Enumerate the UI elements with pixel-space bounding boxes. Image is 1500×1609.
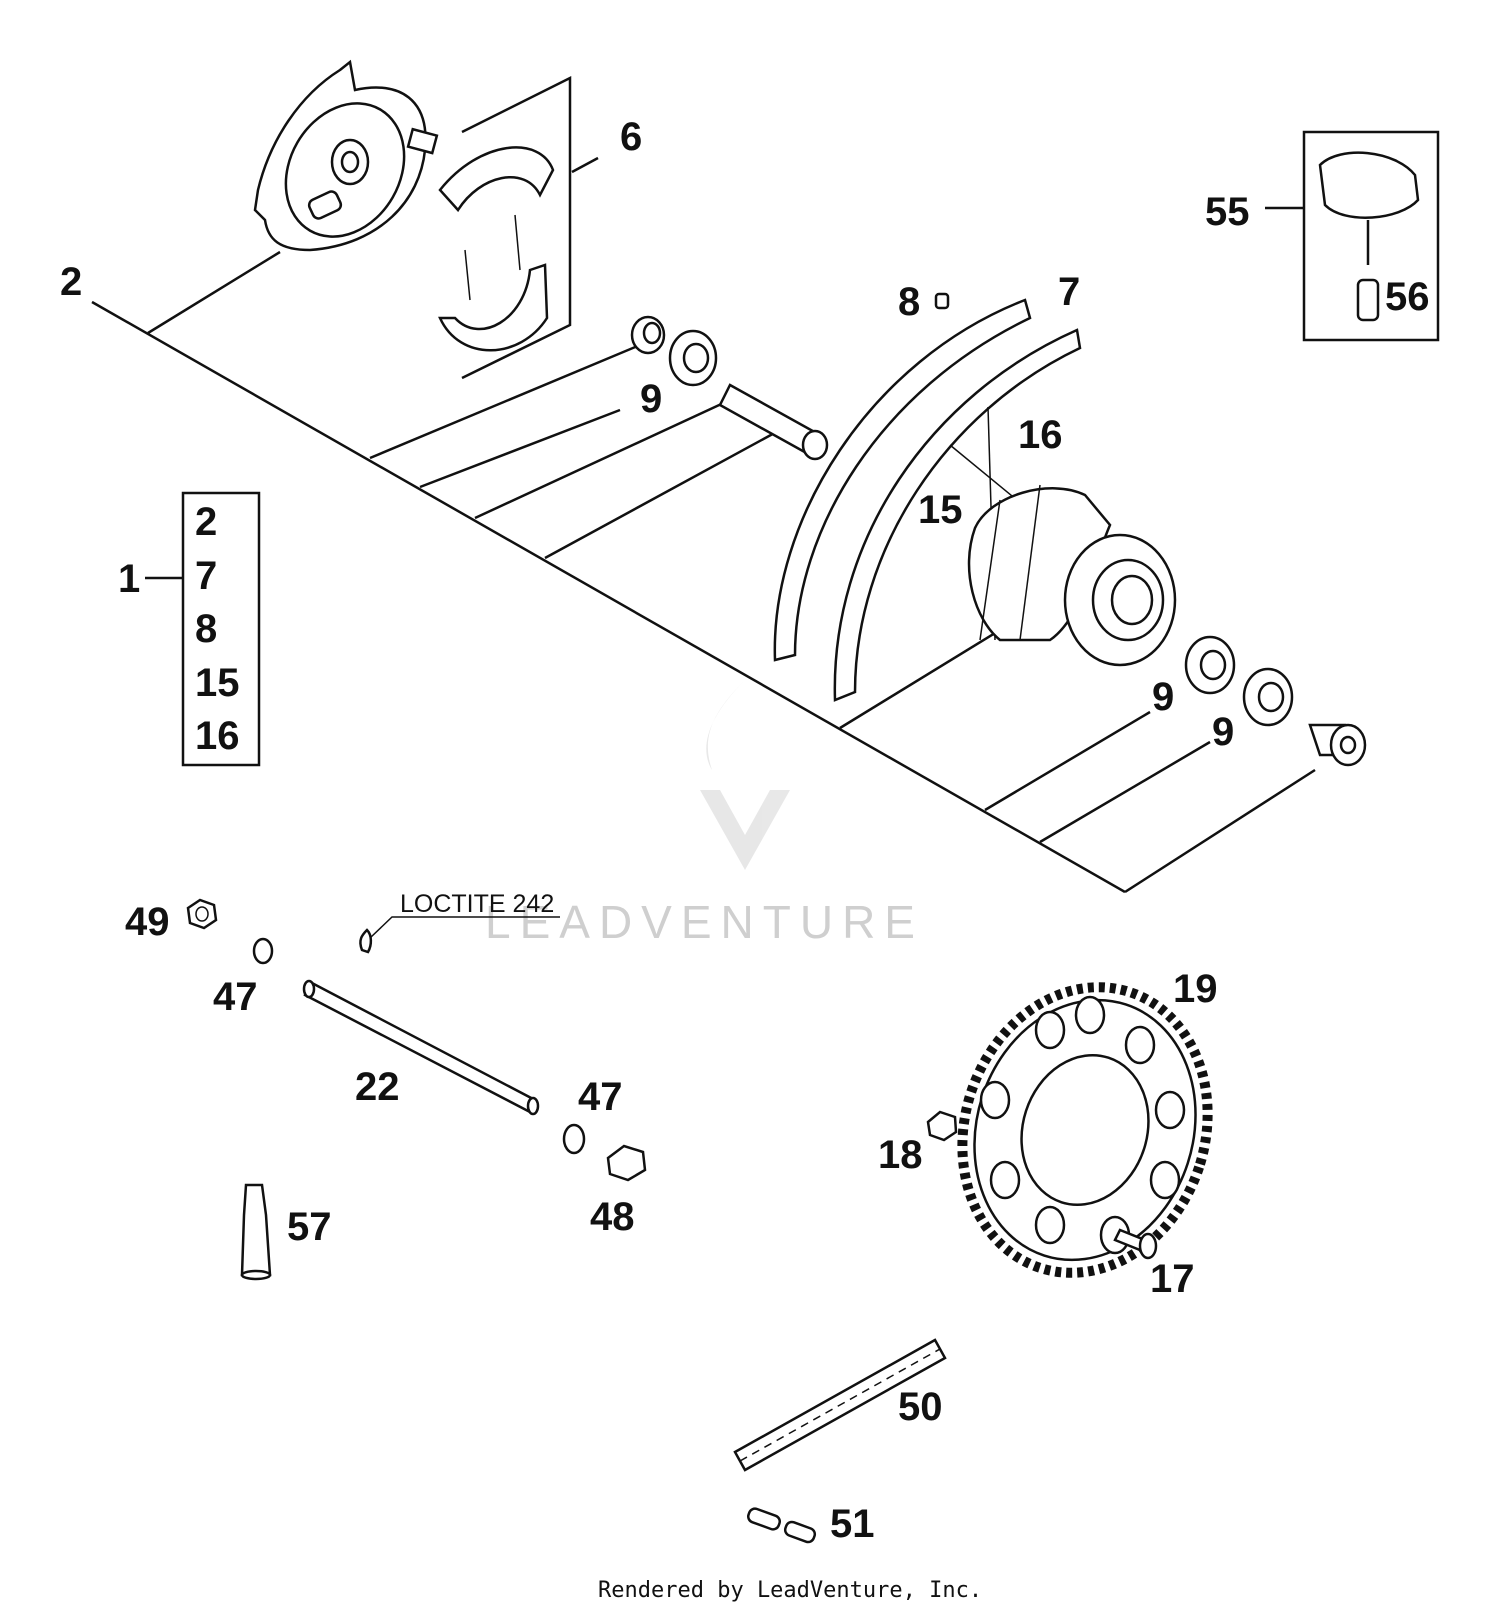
inner-tube bbox=[1318, 151, 1420, 265]
kit-list-item: 8 bbox=[195, 607, 217, 651]
drive-chain bbox=[733, 1338, 947, 1472]
callout-18: 18 bbox=[878, 1133, 923, 1177]
wheel-hub bbox=[967, 484, 1177, 667]
rear-sprocket bbox=[957, 982, 1213, 1278]
inner-tube-box bbox=[1302, 130, 1440, 342]
spoke-nipple bbox=[934, 292, 950, 310]
callout-7: 7 bbox=[1058, 270, 1080, 314]
shoe-kit-bracket bbox=[461, 75, 572, 380]
sprocket-bolt bbox=[1113, 1228, 1158, 1260]
callout-9-left: 9 bbox=[640, 377, 662, 421]
bearing-9-right-b bbox=[1242, 667, 1294, 727]
kit-list-item: 7 bbox=[195, 554, 217, 598]
master-link bbox=[747, 1507, 817, 1544]
callout-19: 19 bbox=[1173, 967, 1218, 1011]
bearing-9-right-a bbox=[1184, 635, 1236, 695]
callout-9-right-b: 9 bbox=[1212, 710, 1234, 754]
watermark-logo bbox=[700, 680, 790, 870]
loctite-note: LOCTITE 242 bbox=[400, 890, 554, 918]
brake-shoes bbox=[438, 146, 555, 352]
brake-backing-plate bbox=[253, 59, 439, 252]
callout-51: 51 bbox=[830, 1502, 875, 1546]
washer-47-bottom bbox=[562, 1123, 586, 1155]
rear-axle bbox=[302, 979, 540, 1116]
spacer-right bbox=[1308, 723, 1367, 767]
wheel-rim bbox=[773, 298, 1082, 702]
callout-16: 16 bbox=[1018, 413, 1063, 457]
callout-9-right-a: 9 bbox=[1152, 675, 1174, 719]
spacer-left bbox=[630, 315, 666, 355]
kit-list-item: 2 bbox=[195, 500, 217, 544]
washer-47-top bbox=[252, 937, 274, 965]
valve-nut bbox=[1356, 278, 1380, 322]
callout-47-top: 47 bbox=[213, 975, 258, 1019]
bearing-spacer-tube bbox=[718, 383, 829, 461]
callout-1: 1 bbox=[118, 557, 140, 601]
axle-nut-48 bbox=[606, 1144, 647, 1182]
callout-17: 17 bbox=[1150, 1257, 1195, 1301]
callout-2: 2 bbox=[60, 260, 82, 304]
kit-list-item: 16 bbox=[195, 714, 240, 758]
loctite-leader bbox=[369, 916, 560, 939]
callout-56: 56 bbox=[1385, 275, 1430, 319]
callout-6: 6 bbox=[620, 115, 642, 159]
callout-49: 49 bbox=[125, 900, 170, 944]
kit-list-box bbox=[181, 491, 261, 767]
callout-50: 50 bbox=[898, 1385, 943, 1429]
callout-8: 8 bbox=[898, 280, 920, 324]
callout-48: 48 bbox=[590, 1195, 635, 1239]
callout-57: 57 bbox=[287, 1205, 332, 1249]
callout-55: 55 bbox=[1205, 190, 1250, 234]
loctite-bottle bbox=[240, 1183, 272, 1281]
watermark-text: LEADVENTURE bbox=[485, 896, 924, 948]
sprocket-nut bbox=[926, 1110, 958, 1142]
callout-47-bottom: 47 bbox=[578, 1075, 623, 1119]
callout-22: 22 bbox=[355, 1065, 400, 1109]
footer-credit: Rendered by LeadVenture, Inc. bbox=[598, 1578, 982, 1603]
loctite-drop bbox=[359, 928, 373, 954]
bearing-9-left bbox=[668, 329, 718, 387]
axle-nut-49 bbox=[186, 898, 218, 930]
kit-list-item: 15 bbox=[195, 661, 240, 705]
callout-15: 15 bbox=[918, 488, 963, 532]
assembly-axis-line bbox=[91, 300, 1126, 894]
